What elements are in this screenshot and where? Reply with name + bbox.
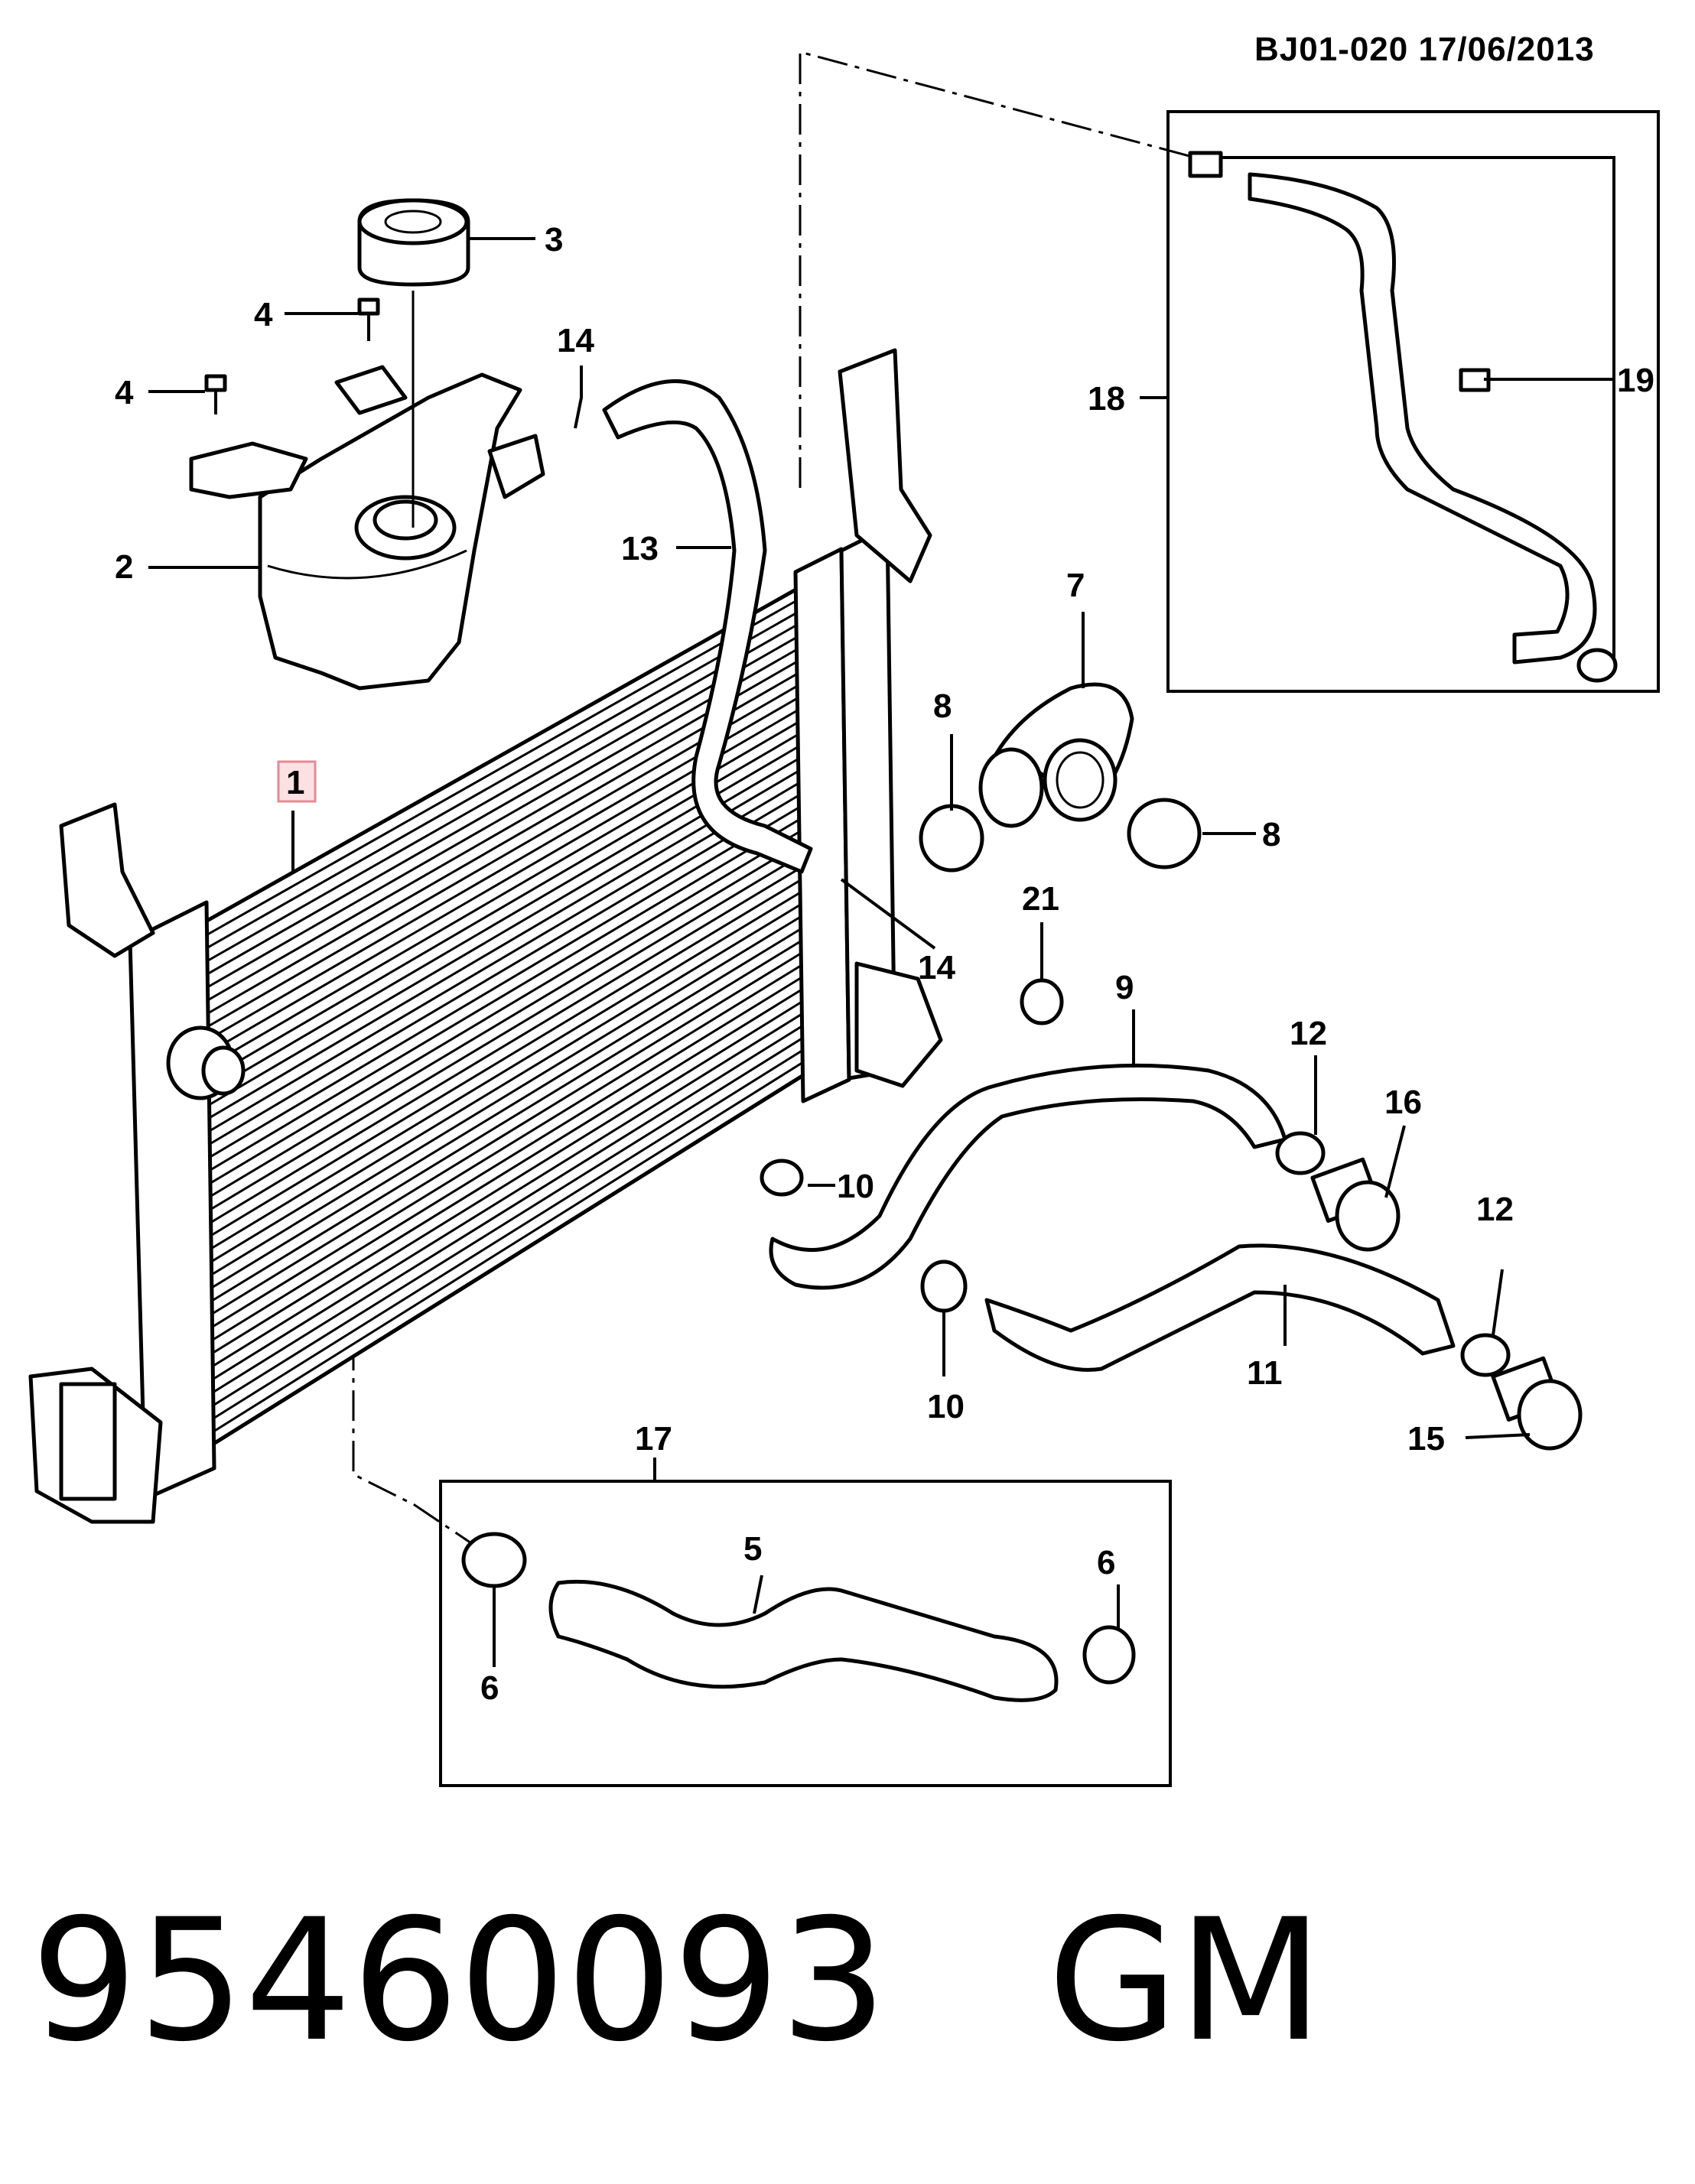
- callout-9: 9: [1115, 969, 1134, 1006]
- radiator-fin: [200, 641, 810, 993]
- callout-15: 15: [1407, 1420, 1445, 1458]
- callout-14-lower: 14: [918, 949, 955, 986]
- callout-11: 11: [1247, 1354, 1283, 1392]
- radiator-fin: [200, 1057, 810, 1441]
- hose-13: [602, 379, 813, 874]
- radiator-fin: [200, 800, 810, 1164]
- radiator-fin: [200, 629, 810, 980]
- callout-6-left: 6: [480, 1669, 499, 1707]
- clamp-12-lower: [1460, 1333, 1511, 1377]
- radiator-fin: [200, 788, 810, 1151]
- callout-21: 21: [1022, 880, 1059, 918]
- connector-16: [1310, 1157, 1401, 1252]
- part-number-footer: 95460093 GM: [31, 1896, 1323, 2065]
- radiator-fin: [200, 1008, 810, 1389]
- hose-18: [1248, 172, 1597, 665]
- mounting-bolt-upper: [357, 297, 380, 341]
- callout-1: 1: [277, 760, 317, 803]
- inset-frame-17: [439, 1480, 1172, 1787]
- clamp-12-upper: [1275, 1131, 1326, 1175]
- radiator-fin: [200, 592, 810, 940]
- callout-4-lower: 4: [115, 374, 134, 411]
- radiator-fin: [200, 1032, 810, 1415]
- radiator-fin: [200, 934, 810, 1309]
- hose-5: [548, 1579, 1059, 1702]
- callout-4-upper: 4: [254, 296, 273, 333]
- diagram-reference: BJ01-020 17/06/2013: [1254, 31, 1595, 68]
- callout-7: 7: [1066, 567, 1085, 604]
- callout-8-right: 8: [1262, 816, 1280, 853]
- mounting-bolt-lower: [204, 374, 227, 414]
- inset-18-clip-top: [1188, 151, 1223, 178]
- radiator-fin: [200, 1045, 810, 1428]
- radiator-fin: [200, 983, 810, 1362]
- callout-17: 17: [635, 1420, 672, 1458]
- part-number: 95460093: [31, 1883, 887, 2078]
- radiator-fin: [200, 886, 810, 1256]
- callout-19: 19: [1617, 362, 1654, 399]
- expansion-tank: [189, 365, 545, 691]
- callout-10-lower: 10: [927, 1388, 965, 1425]
- clamp-10-upper: [760, 1159, 804, 1197]
- radiator-fin: [200, 616, 810, 967]
- clamp-8-right: [1127, 798, 1202, 869]
- radiator-fin: [200, 812, 810, 1178]
- radiator-fin: [200, 849, 810, 1217]
- clamp-6-left: [461, 1532, 527, 1588]
- radiator-fin: [200, 971, 810, 1349]
- callout-18: 18: [1088, 380, 1125, 418]
- leader-lines: [148, 156, 1615, 1667]
- radiator-fin: [200, 898, 810, 1269]
- radiator-fin: [200, 604, 810, 953]
- radiator-fin: [200, 775, 810, 1138]
- reference-lines: [232, 50, 1202, 1548]
- callout-2: 2: [115, 548, 133, 586]
- radiator-fin: [200, 873, 810, 1243]
- hose-11: [984, 1243, 1456, 1372]
- radiator: [28, 348, 943, 1524]
- brand-name: GM: [1047, 1883, 1323, 2078]
- inset-18-clamp-bottom: [1576, 648, 1618, 683]
- callout-10-upper: 10: [837, 1168, 874, 1205]
- radiator-fin: [200, 861, 810, 1230]
- callout-3: 3: [545, 221, 563, 258]
- callout-5: 5: [743, 1530, 762, 1568]
- radiator-fin: [200, 947, 810, 1322]
- callout-12-lower: 12: [1476, 1191, 1514, 1228]
- clamp-10-lower: [920, 1259, 968, 1313]
- radiator-fin: [200, 996, 810, 1375]
- radiator-fin: [200, 1020, 810, 1402]
- radiator-fin: [200, 837, 810, 1204]
- radiator-fin: [200, 922, 810, 1296]
- hose-7: [978, 682, 1134, 828]
- seal-ring-21: [1020, 978, 1064, 1025]
- svg-text:1: 1: [286, 764, 304, 801]
- clamp-6-right: [1082, 1625, 1136, 1685]
- radiator-fin: [200, 824, 810, 1191]
- filler-cap: [357, 198, 470, 528]
- clamp-8-left: [919, 804, 984, 873]
- callout-14-upper: 14: [557, 322, 594, 359]
- radiator-fin: [200, 959, 810, 1336]
- hose-9: [769, 1063, 1287, 1290]
- inset-frame-18: [1166, 110, 1660, 693]
- callout-6-right: 6: [1097, 1544, 1115, 1581]
- callout-16: 16: [1384, 1084, 1422, 1121]
- callout-13: 13: [621, 530, 659, 567]
- callout-8-left: 8: [933, 687, 952, 725]
- callout-12-upper: 12: [1290, 1015, 1327, 1052]
- radiator-fin: [200, 910, 810, 1283]
- connector-15: [1491, 1356, 1583, 1451]
